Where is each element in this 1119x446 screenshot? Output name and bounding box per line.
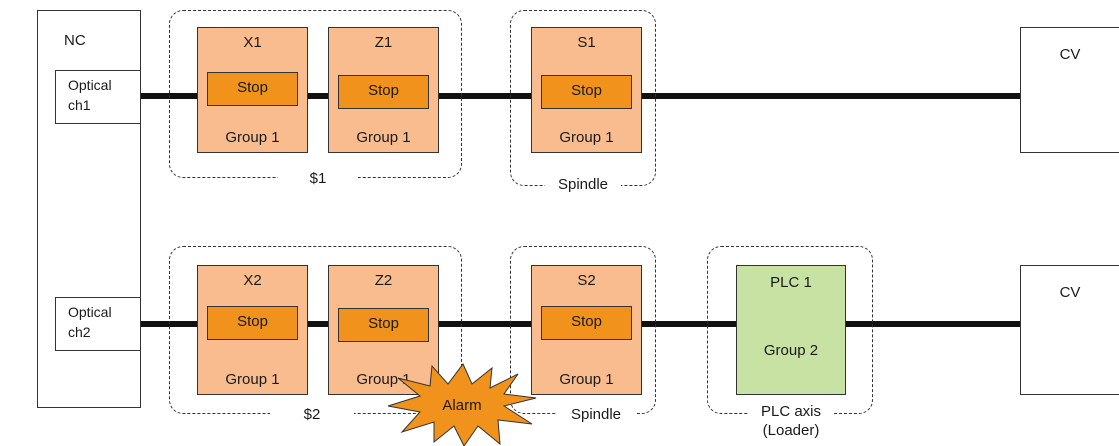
axis-x2-stop: Stop [207,306,298,340]
alarm-burst-shape [387,363,537,446]
axis-x2-group: Group 1 [225,371,280,388]
axis-s2-group: Group 1 [559,371,614,388]
optical-ch1-label: Optical [68,77,112,93]
axis-s1: S1 Stop Group 1 [531,27,642,153]
alarm-burst: Alarm [387,363,537,446]
axis-z2-stop: Stop [338,308,429,342]
axis-z1-group: Group 1 [356,129,411,146]
axis-z2: Z2 Stop Group 1 [328,265,439,395]
axis-s1-stop: Stop [541,75,632,109]
axis-x1-stop: Stop [207,72,298,106]
plc-axis-label: PLC axis (Loader) [748,402,834,442]
plc-axis-label-line1: PLC axis [760,403,822,420]
cv-unit-ch1: CV [1020,27,1119,153]
optical-ch1-port: Optical ch1 [55,70,141,124]
optical-ch2-label: Optical [68,304,112,320]
axis-x2: X2 Stop Group 1 [197,265,308,395]
axis-s2: S2 Stop Group 1 [531,265,642,395]
axis-x2-name: X2 [243,272,262,289]
plc-axis-1-name: PLC 1 [770,274,812,291]
cv-label-ch1: CV [1059,46,1081,63]
axis-x1-name: X1 [243,34,262,51]
optical-ch2-channel: ch2 [68,324,91,340]
plc-axis-1-group: Group 2 [763,342,819,359]
axis-z1-stop: Stop [338,75,429,109]
axis-z1: Z1 Stop Group 1 [328,27,439,153]
axis-s1-group: Group 1 [559,129,614,146]
cv-label-ch2: CV [1059,284,1081,301]
axis-s2-name: S2 [577,272,596,289]
spindle-1-label: Spindle [545,176,621,196]
axis-x1: X1 Stop Group 1 [197,27,308,153]
cv-unit-ch2: CV [1020,265,1119,395]
optical-ch2-port: Optical ch2 [55,297,141,351]
axis-z1-name: Z1 [374,34,393,51]
axis-x1-group: Group 1 [225,129,280,146]
system-1-label: $1 [278,170,358,190]
plc-axis-label-line2: (Loader) [762,422,820,439]
optical-ch1-channel: ch1 [68,97,91,113]
axis-s1-name: S1 [577,34,596,51]
nc-label: NC [64,32,86,49]
axis-z2-name: Z2 [374,272,393,289]
alarm-label: Alarm [442,397,481,414]
system-2-label: $2 [270,406,354,426]
axis-z2-group: Group 1 [356,371,411,388]
plc-axis-1: PLC 1 Group 2 [736,265,846,395]
spindle-2-label: Spindle [556,406,636,426]
axis-s2-stop: Stop [541,306,632,340]
